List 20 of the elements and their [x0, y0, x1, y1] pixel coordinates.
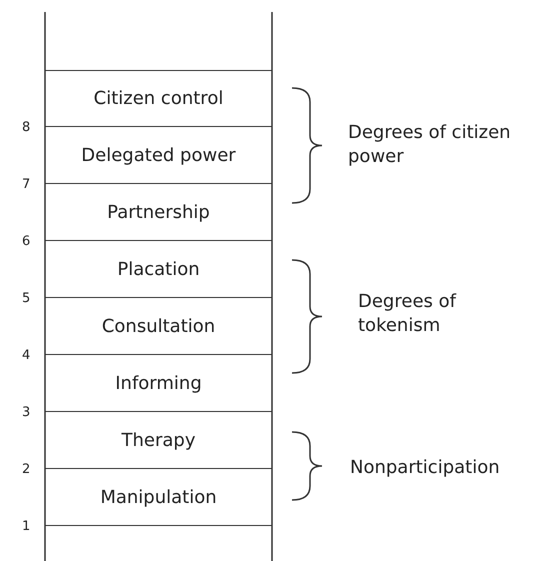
step-number: 7: [22, 177, 30, 192]
group-label: Nonparticipation: [350, 456, 501, 480]
group-label: Degrees of citizen power: [348, 121, 512, 169]
rung-label: Placation: [117, 258, 200, 280]
step-number: 8: [22, 120, 30, 135]
rung-label: Delegated power: [81, 144, 236, 166]
step-number: 5: [22, 291, 30, 306]
step-number: 4: [22, 348, 30, 363]
step-number: 2: [22, 462, 30, 477]
rung-label: Manipulation: [100, 486, 217, 508]
step-number: 6: [22, 234, 30, 249]
rung-label: Citizen control: [94, 88, 224, 109]
group-label: Degrees of tokenism: [358, 290, 458, 338]
step-number: 1: [22, 519, 30, 534]
rung-label: Partnership: [107, 202, 210, 222]
rung-label: Informing: [115, 372, 202, 394]
rung-label: Therapy: [122, 430, 196, 450]
ladder-rung: [45, 70, 272, 127]
step-number: 3: [22, 405, 30, 420]
rung-label: Consultation: [102, 316, 216, 336]
